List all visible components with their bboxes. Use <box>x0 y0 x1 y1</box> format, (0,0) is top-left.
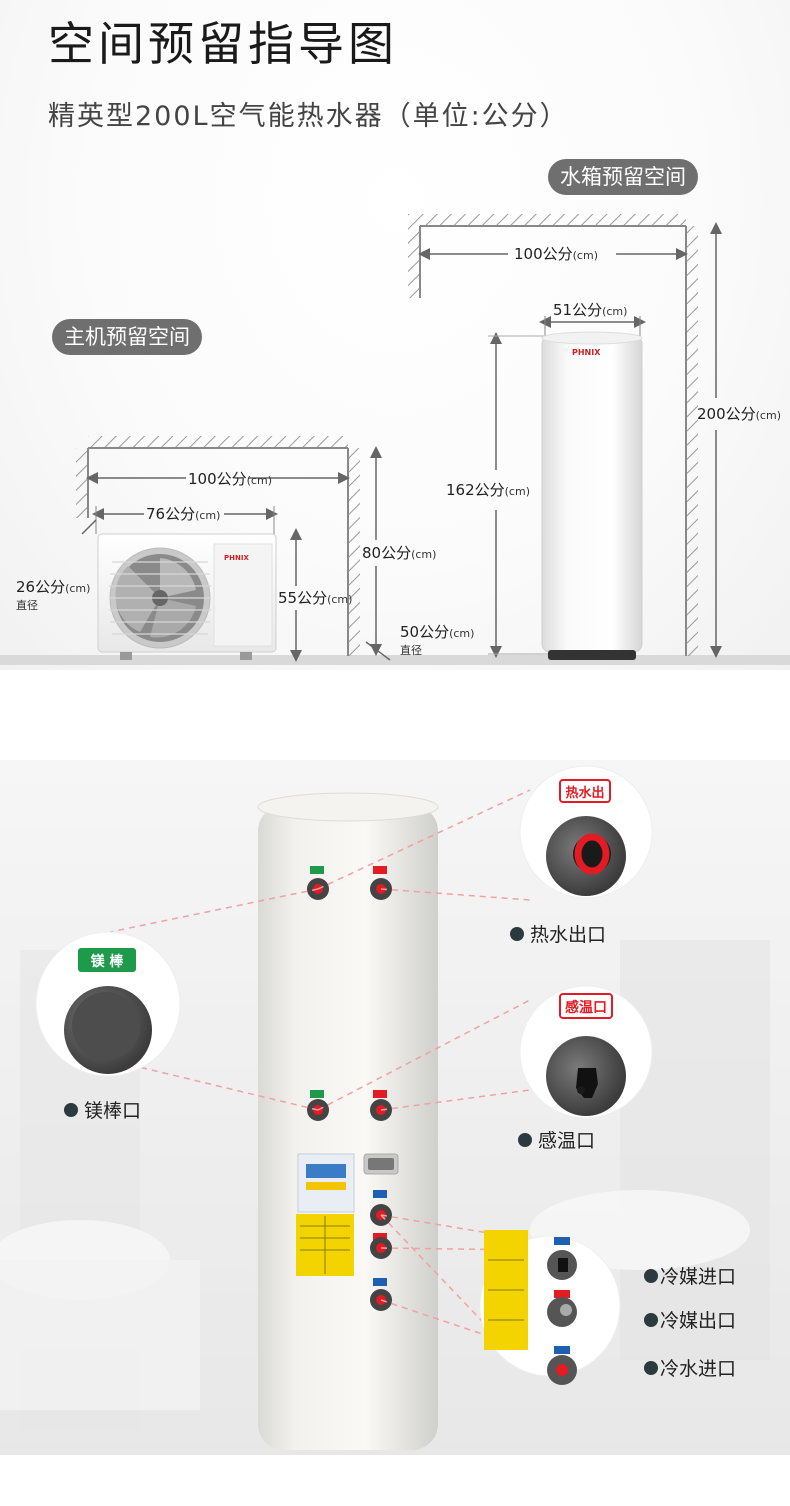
floor <box>0 655 790 665</box>
bullet-dot-icon <box>644 1360 658 1375</box>
tag-hot-water-out: 热水出 <box>565 786 605 801</box>
bullet-dot-icon <box>518 1132 532 1147</box>
tag-temp-sensor: 感温口 <box>565 1000 607 1016</box>
dim-host-width: 76公分(cm) <box>146 505 221 523</box>
page-subtitle: 精英型200L空气能热水器（单位:公分） <box>48 101 569 132</box>
bullet-dot-icon <box>644 1268 658 1283</box>
label-cold-water-in: 冷水进口 <box>644 1354 736 1381</box>
dim-tank-wall-width: 100公分(cm) <box>514 245 598 263</box>
label-refrigerant-out: 冷媒出口 <box>644 1306 736 1333</box>
tag-magnesium-rod: 镁 棒 <box>90 954 124 970</box>
dim-host-height: 55公分(cm) <box>278 589 353 607</box>
unit-brand-logo: PHNIX <box>224 554 249 562</box>
callout-lower-ports <box>479 1230 621 1385</box>
page-title: 空间预留指导图 <box>48 17 398 71</box>
tank-brand-logo: PHNIX <box>572 348 601 357</box>
label-refrigerant-in: 冷媒进口 <box>644 1262 736 1289</box>
space-diagram-drawing <box>0 214 790 665</box>
water-tank-large <box>257 792 439 1450</box>
dim-host-base: 50公分(cm) <box>400 623 475 641</box>
label-temp-sensor: 感温口 <box>518 1126 595 1153</box>
callout-hot-water-out <box>519 765 653 899</box>
ports-diagram-drawing <box>0 760 790 1455</box>
callout-magnesium-rod <box>35 931 181 1077</box>
label-magnesium-rod: 镁棒口 <box>64 1096 141 1123</box>
host-space-label: 主机预留空间 <box>52 319 202 355</box>
dim-host-depth: 26公分(cm) <box>16 578 91 596</box>
tank-space-label: 水箱预留空间 <box>548 159 698 195</box>
bullet-dot-icon <box>510 926 524 941</box>
water-tank-small <box>541 331 643 660</box>
dim-host-base-note: 直径 <box>400 644 422 657</box>
dim-tank-width: 51公分(cm) <box>553 301 628 319</box>
host-left-wall-hatch <box>76 448 88 518</box>
tank-ceiling-hatch <box>420 214 686 226</box>
dim-host-depth-note: 直径 <box>16 599 38 612</box>
bullet-dot-icon <box>64 1102 78 1117</box>
space-diagram-section: 空间预留指导图 精英型200L空气能热水器（单位:公分） 水箱预留空间 主机预留… <box>0 0 790 670</box>
tank-right-wall-hatch <box>686 226 698 656</box>
dim-host-wall-height: 80公分(cm) <box>362 544 437 562</box>
host-right-wall-hatch <box>348 448 360 656</box>
label-hot-water-out: 热水出口 <box>510 920 606 947</box>
dim-tank-wall-height: 200公分(cm) <box>697 405 781 423</box>
outdoor-unit <box>97 533 277 660</box>
dim-tank-height: 162公分(cm) <box>446 481 530 499</box>
callout-temp-sensor <box>519 985 653 1119</box>
tank-left-wall-hatch <box>408 214 420 298</box>
bullet-dot-icon <box>644 1312 658 1327</box>
host-ceiling-hatch <box>88 436 348 448</box>
dim-host-wall-width: 100公分(cm) <box>188 470 272 488</box>
ports-diagram-section: 热水出 镁 棒 感温口 热水出口 镁棒口 感温口 冷媒进口 冷媒出口 冷水进口 <box>0 760 790 1455</box>
